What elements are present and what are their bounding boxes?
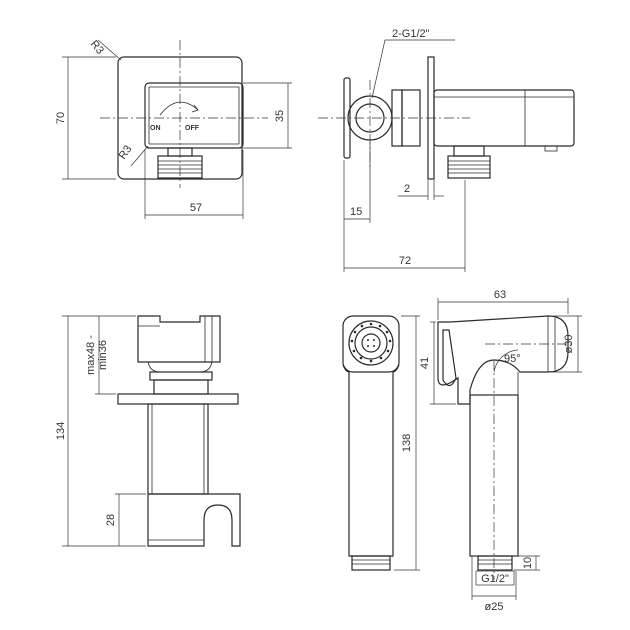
switch-on-label: ON — [150, 125, 161, 132]
base-diameter-dimension: ø25 — [485, 601, 504, 613]
front-width-dimension: 57 — [190, 202, 202, 214]
radius-top-label: R3 — [88, 38, 106, 56]
holder-cradle — [147, 493, 241, 547]
switch-off-label: OFF — [185, 125, 200, 132]
spray-nozzle — [361, 333, 381, 353]
rotation-arrow-icon — [159, 101, 199, 116]
sprayer-side-view: 95° 63 41 ø30 138 10 G1/2" ø25 — [394, 289, 582, 613]
sprayer-front-handle — [342, 364, 400, 557]
sprayer-side-head — [437, 315, 569, 405]
sprayer-head — [342, 315, 400, 373]
angle-arc — [493, 349, 519, 373]
holder-column — [147, 403, 209, 495]
head-height-dimension: 41 — [419, 357, 431, 369]
sprayer-length-dimension: 63 — [494, 289, 506, 301]
adjust-range-max: max48 - — [85, 335, 97, 375]
spray-holes-icon — [350, 322, 392, 363]
holder-mount-plate — [117, 393, 239, 405]
sprayer-side-thread — [477, 555, 513, 571]
sprayer-front-thread — [351, 555, 391, 571]
holder-height-dimension: 28 — [105, 514, 117, 526]
valve-body — [144, 82, 244, 149]
front-view: ON OFF 70 35 57 R3 R3 — [55, 38, 292, 219]
thread-height-dimension: 10 — [522, 557, 534, 569]
wall-gap-dimension: 2 — [404, 183, 410, 195]
thread-callout: 2-G1/2" — [392, 28, 430, 40]
thread-label: G1/2" — [481, 573, 509, 585]
side-view: 2-G1/2" 2 15 72 — [318, 28, 575, 272]
angle-dimension: 95° — [504, 353, 521, 365]
adjust-range-min: min36 — [97, 340, 109, 370]
side-outlet-thread — [447, 155, 491, 179]
thread-label-box — [475, 570, 515, 586]
front-height-dimension: 70 — [55, 112, 67, 124]
handle-height-dimension: 35 — [274, 110, 286, 122]
sprayer-total-height: 138 — [401, 434, 413, 452]
side-valve-body — [433, 89, 575, 147]
holder-total-height: 134 — [55, 422, 67, 440]
side-length-dimension: 72 — [399, 255, 411, 267]
holder-view: max48 - min36 134 28 — [55, 315, 241, 547]
sprayer-trigger — [442, 329, 457, 387]
holder-top-clip — [137, 315, 221, 363]
flange-dimension: 15 — [350, 206, 362, 218]
sprayer-front-view — [342, 315, 400, 571]
radius-bottom-label: R3 — [117, 143, 135, 161]
head-diameter-dimension: ø30 — [563, 335, 575, 354]
